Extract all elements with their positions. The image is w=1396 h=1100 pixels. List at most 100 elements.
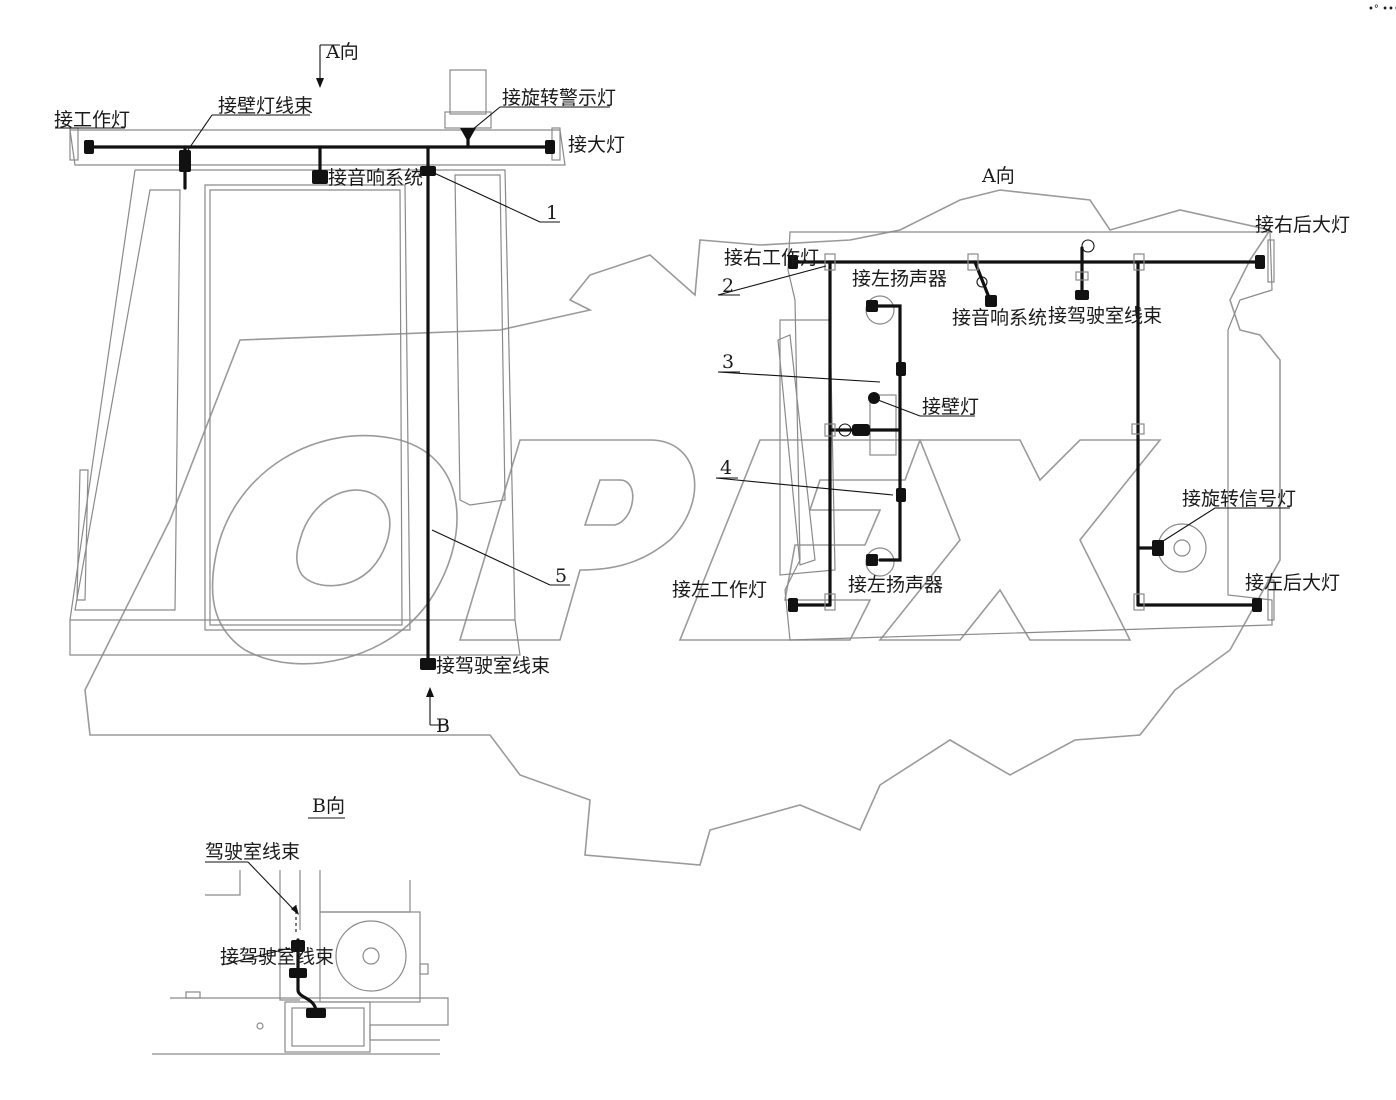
top-right-rear-light-housing	[1267, 239, 1275, 283]
top-left-rear-light-housing	[1267, 579, 1275, 621]
b-view: B向 驾驶室线束 接驾驶室线束	[152, 795, 449, 1055]
top-beacon-signal-leader	[1159, 507, 1216, 544]
b-speaker-center	[362, 947, 380, 965]
top-label-left-speaker-top: 接左扬声器	[852, 268, 947, 290]
b-label-2-leader	[221, 947, 291, 966]
top-wall-lamp-leader	[877, 399, 921, 417]
opex-watermark	[84, 189, 1281, 866]
callout-3-leader	[717, 371, 881, 383]
b-pillar-left	[279, 870, 300, 1001]
callout-5: 5	[555, 565, 567, 587]
work-light-connector	[84, 140, 94, 154]
b-label-1-arrowhead	[291, 905, 299, 915]
top-cab-harness-connector	[1075, 290, 1089, 300]
top-label-left-rear-light: 接左后大灯	[1245, 572, 1340, 594]
callout-3: 3	[722, 351, 734, 373]
beacon-connector	[460, 128, 476, 142]
top-view-title: A向	[981, 165, 1015, 187]
top-label-right-rear-light: 接右后大灯	[1255, 214, 1350, 236]
cab-left-pillar	[69, 169, 136, 621]
head-light-connector	[545, 140, 555, 154]
top-left-rear-light-connector	[1252, 598, 1262, 612]
b-harness-clip	[289, 968, 307, 978]
beacon-body	[449, 69, 487, 115]
top-right-work-light-connector	[788, 255, 798, 269]
corner-mark: •° •••	[1368, 4, 1396, 15]
top-speaker-1-connector	[866, 300, 878, 312]
cab-door	[204, 184, 411, 631]
b-speaker-tab	[419, 963, 429, 975]
cab-left-window	[74, 189, 181, 611]
callout-4: 4	[720, 457, 732, 479]
callout-1: 1	[546, 202, 558, 224]
label-beacon: 接旋转警示灯	[502, 87, 616, 109]
top-audio-connector	[985, 295, 997, 307]
top-speaker-loop	[873, 304, 902, 562]
watermark-letter-p	[458, 439, 696, 641]
b-floor-line	[170, 997, 449, 1041]
top-view: A向	[672, 165, 1350, 641]
top-left-window-inner	[777, 334, 816, 566]
watermark-letter-o	[211, 434, 458, 665]
top-label-right-work-light: 接右工作灯	[724, 247, 819, 269]
top-label-cab-harness: 接驾驶室线束	[1048, 305, 1162, 327]
label-head-light: 接大灯	[568, 134, 625, 156]
top-roof-outline	[784, 231, 1273, 641]
callout-4-leader	[715, 477, 894, 496]
top-wall-lamp-connector	[852, 424, 870, 436]
view-a-arrow-label: A向	[325, 41, 359, 63]
label-work-light: 接工作灯	[54, 109, 130, 131]
callout-5-leader	[431, 529, 551, 586]
b-floor-box	[284, 1001, 371, 1053]
wall-lamp-leader	[187, 114, 213, 151]
top-grommet-3	[838, 423, 852, 437]
b-small-tab	[185, 991, 201, 999]
top-left-work-light-connector	[788, 598, 798, 612]
cab-body	[69, 169, 521, 656]
b-floor-box-inner	[291, 1007, 365, 1047]
b-bracket	[319, 870, 411, 913]
label-audio: 接音响系统	[328, 167, 423, 189]
top-label-beacon-signal: 接旋转信号灯	[1182, 488, 1296, 510]
callout-2: 2	[722, 275, 734, 297]
top-wall-lamp-body	[869, 394, 897, 456]
top-right-rear-light-connector	[1255, 255, 1265, 269]
top-wall-lamp-plug	[868, 392, 880, 404]
label-wall-lamp-harness: 接壁灯线束	[218, 95, 313, 117]
b-label-1-leader	[247, 861, 297, 913]
b-harness-connector-bottom	[306, 1008, 326, 1018]
cab-right-window	[454, 174, 506, 506]
top-label-audio: 接音响系统	[952, 307, 1047, 329]
watermark-letter-o-inner	[296, 489, 391, 587]
top-beacon-signal-ring	[1157, 523, 1207, 573]
b-speaker-ring	[335, 920, 407, 992]
top-beacon-signal-connector	[1152, 540, 1164, 556]
callout-2-leader	[717, 265, 827, 296]
view-b-arrow	[426, 687, 448, 726]
callout-1-leader	[431, 171, 541, 223]
view-b-arrow-label: B	[436, 715, 450, 737]
watermark-letter-x	[878, 439, 1162, 641]
b-view-title: B向	[312, 795, 345, 817]
top-grommet-2	[976, 276, 988, 288]
wall-lamp-connector	[179, 150, 191, 172]
cab-left-handle	[76, 469, 89, 601]
b-speaker-box	[319, 911, 421, 1003]
top-label-left-speaker-bottom: 接左扬声器	[848, 574, 943, 596]
top-label-wall-lamp: 接壁灯	[922, 396, 979, 418]
watermark-letter-e	[678, 439, 922, 641]
cab-harness-connector	[420, 658, 436, 670]
view-a-arrow	[316, 44, 340, 88]
label-cab-harness: 接驾驶室线束	[436, 655, 550, 677]
front-view: A向 B 接工作灯 接壁灯线束 接旋转警示灯 接大灯 接音响系统 1 5 接驾驶…	[54, 41, 625, 737]
beacon-leader	[471, 106, 501, 131]
b-label-cab-harness: 驾驶室线束	[205, 841, 300, 863]
cab-harness-clip	[420, 166, 436, 176]
cab-roof	[69, 129, 566, 166]
b-bolt	[256, 1022, 264, 1030]
top-left-window	[779, 319, 836, 576]
cab-door-inner	[209, 189, 403, 626]
b-label-connect-cab-harness: 接驾驶室线束	[220, 946, 334, 968]
